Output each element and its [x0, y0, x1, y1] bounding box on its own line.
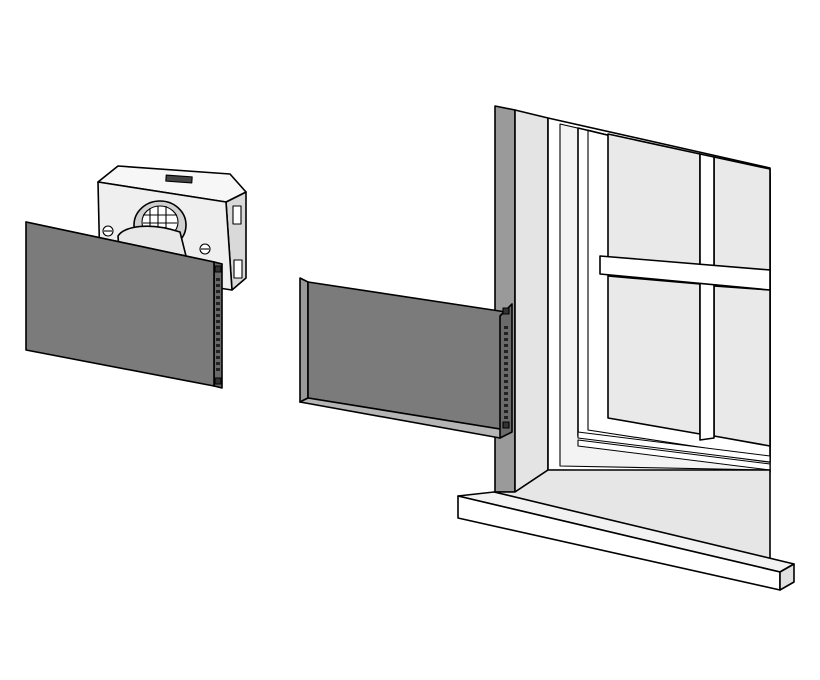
window-icon	[577, 127, 771, 471]
vent-slots-icon	[216, 278, 220, 371]
window-sill-icon	[457, 469, 795, 591]
front-cover-panel-icon	[25, 221, 223, 389]
installed-cover-panel-icon	[299, 277, 513, 439]
vent-slots-icon	[504, 326, 508, 419]
